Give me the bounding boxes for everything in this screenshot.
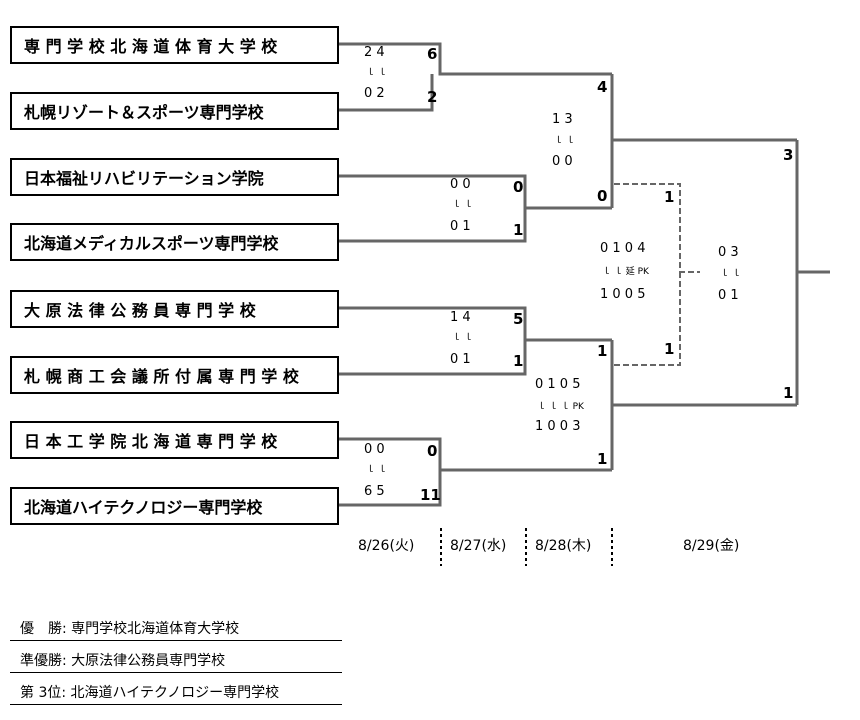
team-box: 北海道ハイテクノロジー専門学校 — [10, 487, 339, 525]
bracket-line — [339, 42, 612, 76]
score: 0 — [597, 187, 608, 205]
score-divider: ｌ ｌ — [366, 465, 387, 475]
bracket-line — [339, 206, 612, 243]
score: 1 — [664, 188, 675, 206]
result-label: 準優勝: — [20, 653, 67, 669]
team-box: 札 幌 商 工 会 議 所 付 属 専 門 学 校 — [10, 356, 339, 394]
half-scores: 0 1 0 4 — [600, 241, 646, 256]
score: 1 — [664, 340, 675, 358]
result-row-third: 第 3位: 北海道ハイテクノロジー専門学校 — [10, 680, 342, 705]
score: 0 — [513, 178, 524, 196]
team-box: 日 本 工 学 院 北 海 道 専 門 学 校 — [10, 421, 339, 459]
date-label: 8/28(木) — [535, 538, 592, 554]
third-place-line — [614, 272, 681, 366]
team-box: 専 門 学 校 北 海 道 体 育 大 学 校 — [10, 26, 339, 64]
bracket-line — [339, 74, 434, 112]
date-label: 8/26(火) — [358, 538, 415, 554]
score-divider: ｌ ｌ 延 PK — [602, 267, 649, 277]
result-value: 北海道ハイテクノロジー専門学校 — [70, 685, 280, 701]
half-scores: 0 2 — [364, 86, 385, 101]
team-box: 札幌リゾート＆スポーツ専門学校 — [10, 92, 339, 130]
half-scores: 0 3 — [718, 245, 739, 260]
bracket-line — [339, 470, 442, 507]
half-scores: 0 1 — [450, 352, 471, 367]
result-value: 大原法律公務員専門学校 — [71, 653, 226, 669]
result-label: 第 3位: — [20, 685, 67, 701]
half-scores: 1 3 — [552, 112, 573, 127]
score-divider: ｌ ｌ — [720, 269, 741, 279]
score: 1 — [783, 384, 794, 402]
bracket-line — [610, 74, 797, 142]
score: 1 — [597, 450, 608, 468]
score: 1 — [513, 221, 524, 239]
half-scores: 2 4 — [364, 45, 385, 60]
score-divider: ｌ ｌ — [554, 136, 575, 146]
result-value: 専門学校北海道体育大学校 — [71, 621, 240, 637]
half-scores: 1 0 0 5 — [600, 287, 646, 302]
score: 1 — [513, 352, 524, 370]
bracket-line — [339, 340, 527, 376]
half-scores: 6 5 — [364, 484, 385, 499]
bracket-line — [610, 340, 797, 407]
score: 6 — [427, 45, 438, 63]
score: 4 — [597, 78, 608, 96]
score: 0 — [427, 442, 438, 460]
result-label: 優 勝: — [20, 621, 67, 637]
bracket-line — [795, 140, 830, 274]
score: 5 — [513, 310, 524, 328]
score-divider: ｌ ｌ — [452, 200, 473, 210]
half-scores: 0 1 — [450, 219, 471, 234]
date-label: 8/27(水) — [450, 538, 507, 554]
half-scores: 0 1 0 5 — [535, 377, 581, 392]
half-scores: 0 0 — [552, 154, 573, 169]
score-divider: ｌ ｌ — [452, 333, 473, 343]
half-scores: 0 1 — [718, 288, 739, 303]
team-box: 大 原 法 律 公 務 員 専 門 学 校 — [10, 290, 339, 328]
result-row-champion: 優 勝: 専門学校北海道体育大学校 — [10, 616, 342, 641]
score-divider: ｌ ｌ ｌ PK — [537, 402, 584, 412]
bracket-line — [339, 306, 612, 342]
team-box: 北海道メディカルスポーツ専門学校 — [10, 223, 339, 261]
half-scores: 0 0 — [364, 442, 385, 457]
score: 3 — [783, 146, 794, 164]
half-scores: 1 0 0 3 — [535, 419, 581, 434]
date-label: 8/29(金) — [683, 538, 740, 554]
score-divider: ｌ ｌ — [366, 68, 387, 78]
half-scores: 0 0 — [450, 177, 471, 192]
score: 1 — [597, 342, 608, 360]
score: 2 — [427, 88, 438, 106]
half-scores: 1 4 — [450, 310, 471, 325]
team-box: 日本福祉リハビリテーション学院 — [10, 158, 339, 196]
bracket-line — [339, 437, 612, 472]
score: 11 — [420, 486, 441, 504]
bracket-line — [339, 174, 527, 208]
third-place-line — [614, 183, 700, 273]
result-row-runner-up: 準優勝: 大原法律公務員専門学校 — [10, 648, 342, 673]
